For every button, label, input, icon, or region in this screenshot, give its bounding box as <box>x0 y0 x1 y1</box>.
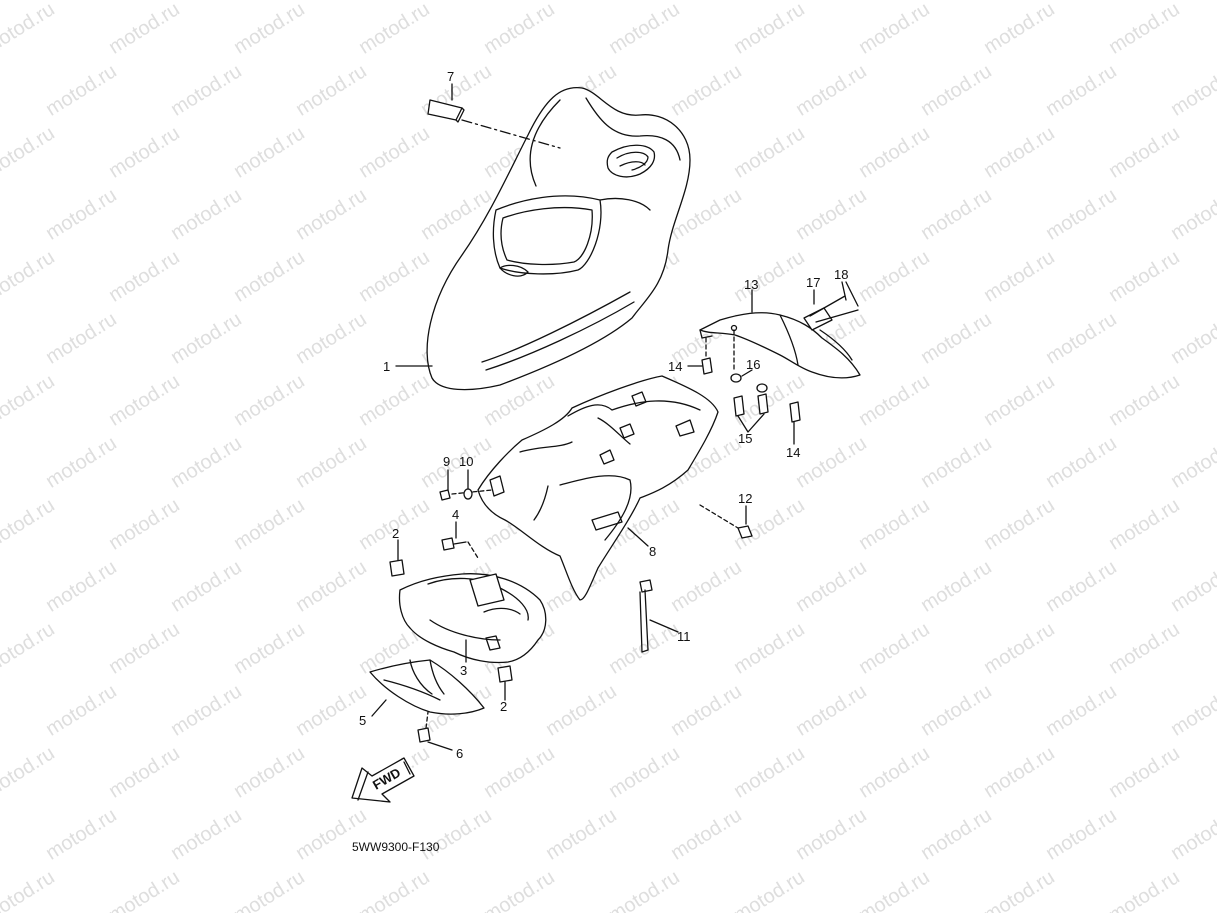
bolt-fastener <box>441 521 479 559</box>
clip-fastener <box>389 539 405 577</box>
callout-part-17: 17 <box>806 275 821 290</box>
cable-tie-part <box>639 579 653 653</box>
leader-line <box>627 527 649 547</box>
callout-part-7: 7 <box>447 69 455 84</box>
callout-part-9: 9 <box>443 454 451 469</box>
drawing-code: 5WW9300-F130 <box>352 840 440 854</box>
leg-shield-part <box>477 375 719 601</box>
washer-fastener <box>463 469 473 500</box>
leader-line <box>371 699 387 717</box>
bolt-fastener <box>417 711 453 751</box>
callout-part-3: 3 <box>460 663 468 678</box>
bracket-part <box>699 295 861 379</box>
callout-part-14: 14 <box>668 359 683 374</box>
callout-part-18: 18 <box>834 267 849 282</box>
leader-line <box>649 619 679 633</box>
leader-line <box>841 281 859 307</box>
front-cover-part <box>426 86 691 391</box>
emblem-part <box>427 83 561 149</box>
callout-part-11: 11 <box>677 629 691 644</box>
screw-fastener <box>687 337 713 375</box>
screw-fastener <box>733 393 769 433</box>
callout-part-10: 10 <box>459 454 474 469</box>
screw-fastener <box>789 401 801 445</box>
nut-fastener <box>699 504 753 539</box>
under-plate-part <box>369 659 485 715</box>
callout-part-14: 14 <box>786 445 801 460</box>
callout-part-2: 2 <box>500 699 508 714</box>
callout-part-13: 13 <box>744 277 759 292</box>
bolt-fastener <box>439 469 493 501</box>
callout-part-1: 1 <box>383 359 391 374</box>
callout-part-2: 2 <box>392 526 400 541</box>
fwd-arrow: FWD <box>351 757 415 803</box>
callout-part-12: 12 <box>738 491 753 506</box>
washer-fastener <box>730 369 768 393</box>
callout-part-8: 8 <box>649 544 657 559</box>
lower-cover-part <box>398 573 547 664</box>
callout-part-6: 6 <box>456 746 464 761</box>
clip-fastener <box>497 665 513 701</box>
callout-part-15: 15 <box>738 431 753 446</box>
callout-part-4: 4 <box>452 507 460 522</box>
callout-part-5: 5 <box>359 713 367 728</box>
callout-part-16: 16 <box>746 357 761 372</box>
